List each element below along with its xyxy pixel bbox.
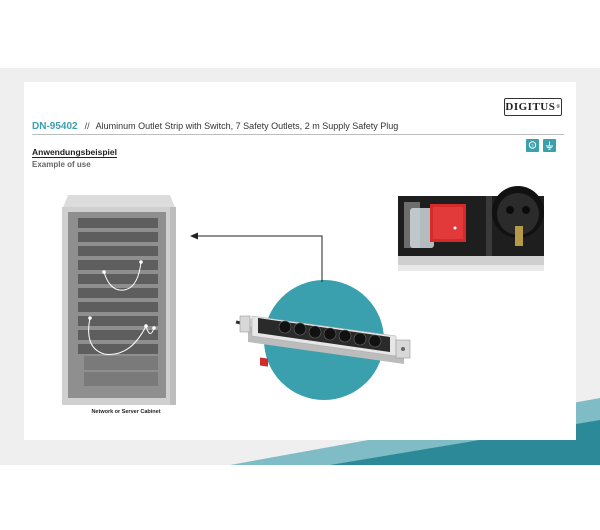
digitus-logo: DIGITUS® [504,98,562,116]
svg-text:S: S [531,144,534,148]
section-title: Anwendungsbeispiel [32,147,118,158]
product-header: DN-95402 // Aluminum Outlet Strip with S… [32,121,564,132]
product-code: DN-95402 [32,121,78,132]
outlet-strip [235,315,411,367]
section-subtitle: Example of use [32,160,91,169]
header-rule [32,134,564,135]
safety-cert-icon: S [526,139,539,152]
header-separator: // [84,121,90,131]
grounded-icon [543,139,556,152]
switch-icon [260,357,268,367]
closeup-photo [395,180,545,275]
pointer-arrow [190,232,323,282]
product-description: Aluminum Outlet Strip with Switch, 7 Saf… [95,121,399,131]
server-cabinet [62,195,176,405]
cabinet-label: Network or Server Cabinet [91,409,161,415]
